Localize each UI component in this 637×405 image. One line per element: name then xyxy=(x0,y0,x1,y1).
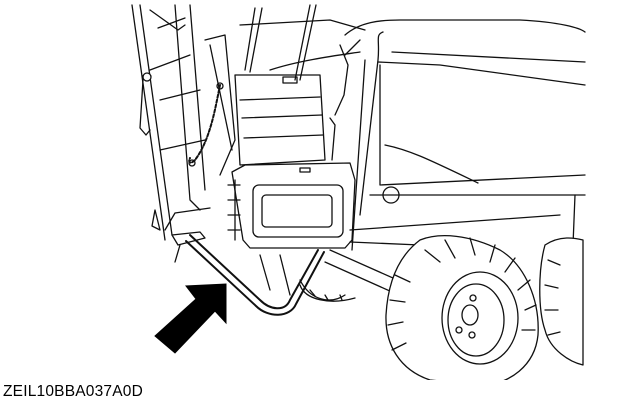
chain xyxy=(188,82,224,167)
step-bar xyxy=(164,207,325,316)
left-rear-tire xyxy=(299,284,356,302)
rear-tire xyxy=(539,237,584,366)
tractor-line-drawing xyxy=(131,4,586,380)
battery-box xyxy=(227,162,356,249)
callout-arrow-icon xyxy=(154,283,227,354)
figure-caption: ZEIL10BBA037A0D xyxy=(3,383,144,400)
seat-area xyxy=(234,4,366,166)
front-tire xyxy=(385,235,539,380)
hood xyxy=(334,19,586,251)
loader-arm xyxy=(131,4,236,241)
technical-illustration xyxy=(131,4,586,380)
